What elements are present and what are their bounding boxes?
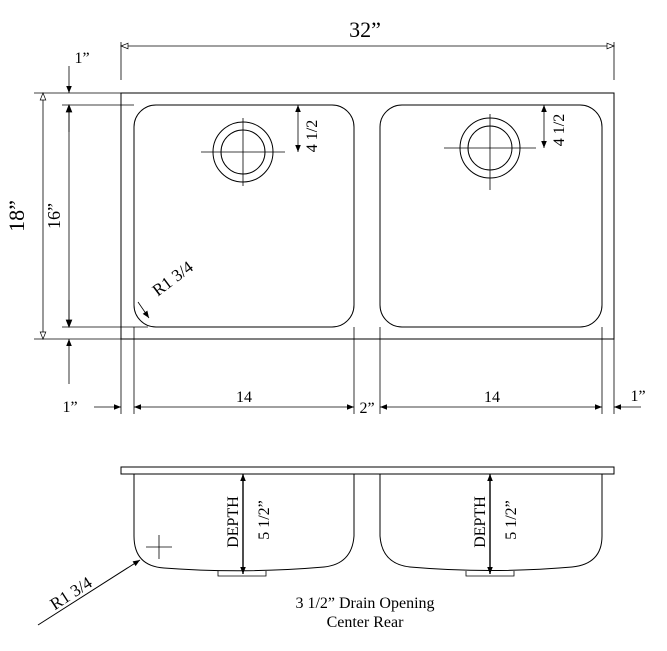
drain-note: 3 1/2” Drain Opening Center Rear — [295, 595, 434, 631]
sink-outer-rim — [120, 92, 615, 340]
left-bowl-outline — [133, 104, 355, 328]
left-drain-offset-label: 4 1/2 — [304, 120, 321, 152]
top-view: 32” 18” 16” 1” 1” 14 2” 14 — [4, 17, 646, 417]
divider-width-label: 2” — [359, 400, 374, 417]
left-bowl-width-label: 14 — [236, 389, 252, 406]
right-depth-label: DEPTH — [472, 496, 489, 548]
right-bowl-profile — [379, 474, 603, 571]
drain-note-line2: Center Rear — [327, 614, 405, 631]
right-depth-value: 5 1/2” — [503, 500, 520, 540]
left-depth-value: 5 1/2” — [256, 500, 273, 540]
left-bowl-profile — [133, 474, 355, 572]
top-corner-radius-label: R1 3/4 — [149, 257, 197, 300]
left-drain — [201, 118, 285, 186]
right-bowl-width-label: 14 — [484, 389, 500, 406]
top-margin-label: 1” — [74, 50, 89, 67]
section-corner-radius-label: R1 3/4 — [47, 573, 96, 614]
drain-note-line1: 3 1/2” Drain Opening — [295, 595, 434, 612]
sink-rim-flange — [120, 466, 615, 475]
bowl-depth-label: 16” — [44, 203, 64, 229]
left-depth-label: DEPTH — [225, 496, 242, 548]
right-bowl-outline — [379, 104, 603, 328]
left-margin-label: 1” — [62, 399, 77, 416]
right-drain-offset-label: 4 1/2 — [551, 114, 568, 146]
right-margin-label: 1” — [630, 388, 645, 405]
overall-width-label: 32” — [349, 17, 381, 42]
right-drain — [444, 114, 536, 190]
overall-depth-label: 18” — [4, 200, 29, 232]
